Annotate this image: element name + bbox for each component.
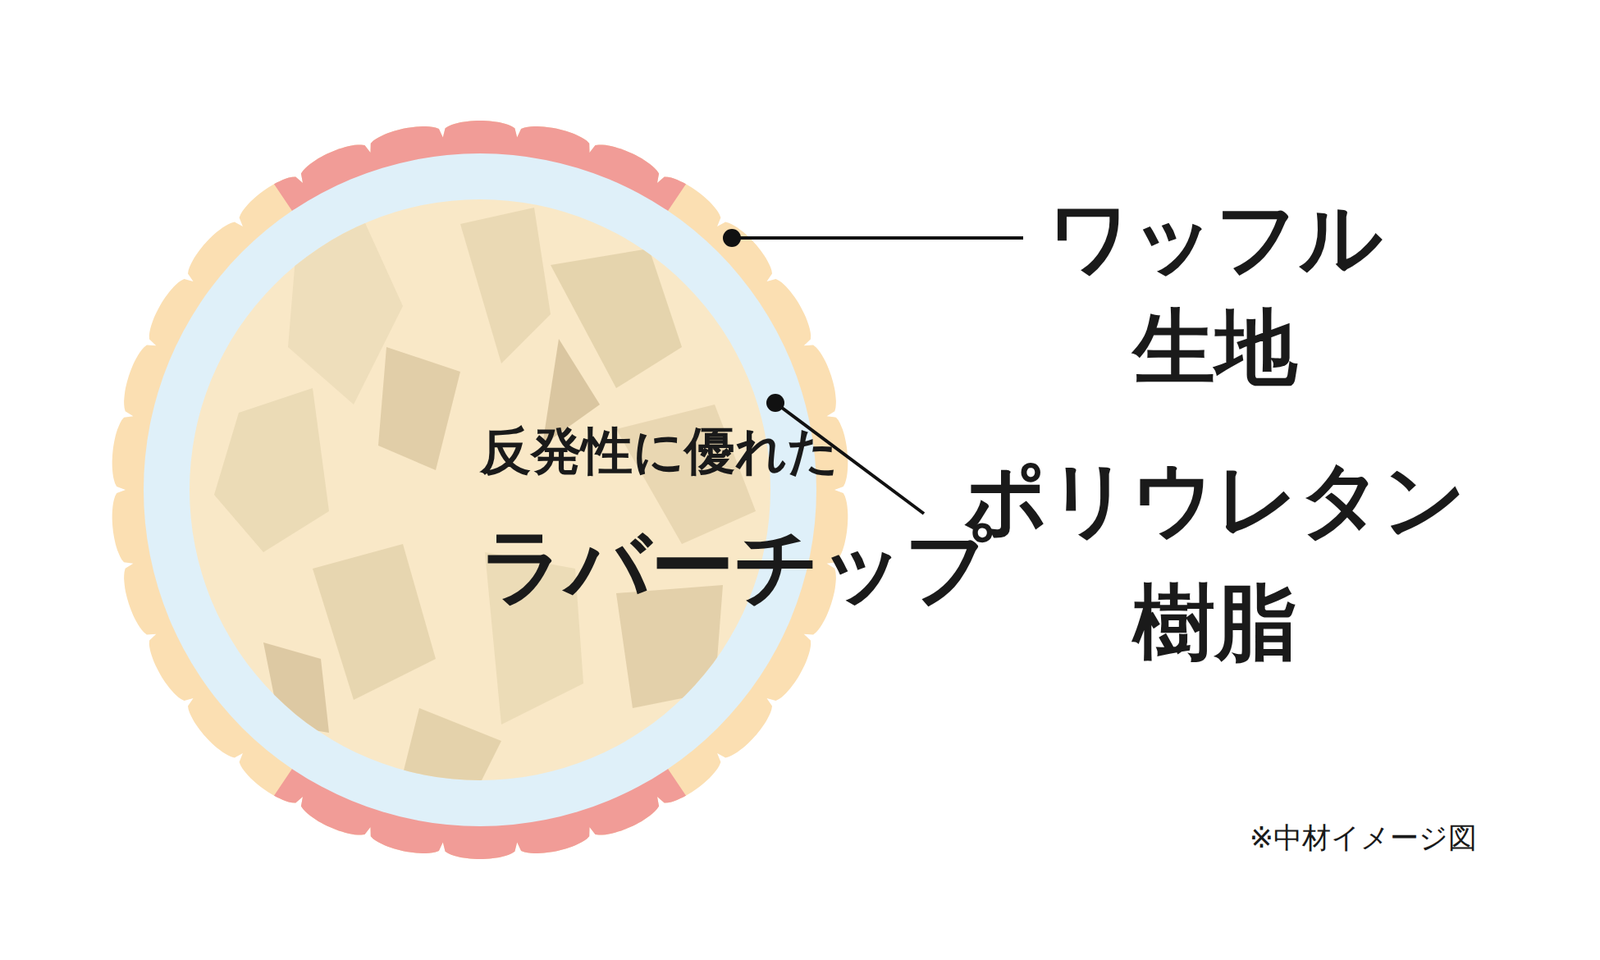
- waffle-fabric-top: [112, 120, 849, 860]
- leader-line: [731, 236, 1024, 240]
- polyurethane-ring: [143, 153, 817, 827]
- leader-dot: [722, 228, 741, 247]
- note: ※中材イメージ図: [1249, 820, 1477, 855]
- rubber-chip-core: 反発性に優れたラバーチップ: [189, 199, 771, 781]
- leader-dot: [766, 393, 785, 412]
- polyurethane-label: ポリウレタン 樹脂: [964, 438, 1467, 685]
- core-shape: [189, 199, 771, 781]
- waffle-fabric: [112, 120, 849, 860]
- core-subtitle: 反発性に優れた: [480, 423, 839, 480]
- waffle-label: ワッフル 生地: [1047, 182, 1383, 403]
- core-title: ラバーチップ: [480, 520, 991, 613]
